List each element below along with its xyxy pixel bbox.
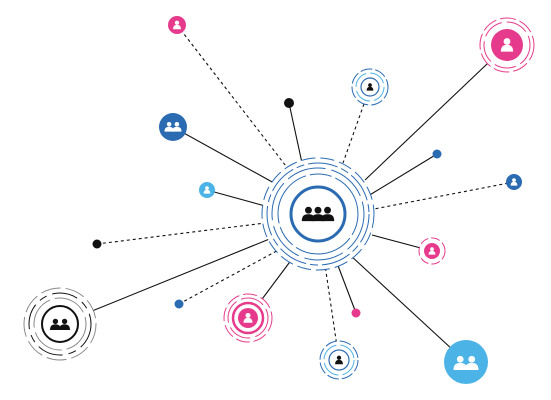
link-n8: [206, 189, 266, 207]
node-n8[interactable]: [199, 182, 215, 198]
node-n13[interactable]: [223, 293, 273, 343]
node-n2[interactable]: [479, 17, 535, 73]
link-n2: [364, 44, 508, 181]
link-n1: [176, 24, 290, 171]
node-n10[interactable]: [418, 237, 446, 265]
central-hub: [261, 157, 375, 271]
node-n9[interactable]: [92, 239, 102, 249]
link-n9: [96, 222, 266, 245]
link-n4: [288, 102, 303, 164]
node-n4[interactable]: [284, 98, 294, 108]
node-n5[interactable]: [159, 113, 187, 141]
link-n7: [373, 181, 515, 210]
connection-lines: [59, 24, 515, 363]
link-n12: [178, 246, 285, 305]
node-n11[interactable]: [23, 287, 97, 361]
node-n12[interactable]: [174, 299, 184, 309]
node-n7[interactable]: [506, 174, 522, 190]
link-n6: [367, 153, 438, 197]
node-n3[interactable]: [351, 68, 389, 106]
link-n14: [336, 262, 357, 314]
node-n16[interactable]: [444, 340, 488, 384]
node-n1[interactable]: [168, 16, 186, 34]
node-n15[interactable]: [319, 340, 359, 380]
link-n5: [172, 126, 275, 184]
link-n16: [349, 254, 467, 363]
link-n11: [59, 237, 273, 325]
node-n14[interactable]: [351, 308, 361, 318]
node-n6[interactable]: [432, 149, 442, 159]
link-n15: [324, 264, 340, 361]
